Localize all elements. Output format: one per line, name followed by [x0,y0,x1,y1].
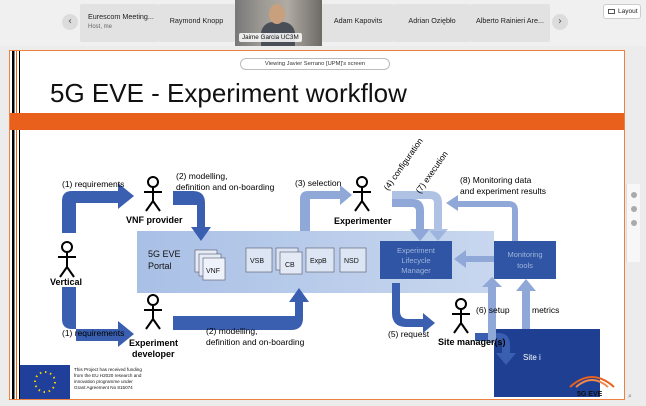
active-speaker-video[interactable]: Jaime Garcia UC3M [235,0,322,46]
step-requirements-top: (1) requirements [62,179,124,189]
speaker-head [269,4,285,24]
side-toolbar[interactable] [626,184,640,262]
experiment-developer-label-1: Experiment [129,338,178,348]
participant-name: Adrian Oziębło [408,16,456,25]
slide-title: 5G EVE - Experiment workflow [50,78,407,108]
step-request: (5) request [388,329,430,339]
participant-tile[interactable]: Alberto Rainieri Are... [470,4,550,42]
vnf-label: VNF [206,268,220,275]
title-bar [10,113,624,130]
site-label: Site i [523,353,541,362]
cb-card-front [279,251,303,275]
participant-name: Alberto Rainieri Are... [476,16,544,25]
step-monitoring-2: and experiment results [460,186,546,196]
elm-label-line-1: Experiment [397,246,436,255]
monitoring-tools-line-2: tools [517,261,533,270]
participant-tile-host[interactable]: Eurescom Meeting... Host, me [80,4,158,42]
participant-name: Raymond Knopp [169,16,224,25]
nsd-label: NSD [344,258,359,265]
step-execution: (7) execution [413,149,450,195]
participant-tile[interactable]: Adrian Oziębło [394,4,470,42]
site-box [494,329,600,397]
participants-strip: ‹ Eurescom Meeting... Host, me Raymond K… [0,0,646,46]
shared-slide: 5G EVE - Experiment workflow 5G EVE Port… [9,50,625,400]
corner-expand-icon[interactable]: ⌕ [628,393,632,400]
funding-line-4: Grant Agreement No 815074 [74,385,133,390]
vnf-provider-figure [144,176,162,212]
vnf-provider-label: VNF provider [126,215,183,225]
site-manager-figure [452,298,470,334]
participant-tile[interactable]: Raymond Knopp [158,4,235,42]
step-monitoring-1: (8) Monitoring data [460,175,532,185]
experiment-developer-figure [144,294,162,330]
experimenter-label: Experimenter [334,216,392,226]
toolbar-dot-icon[interactable] [630,220,637,226]
step-metrics: metrics [532,305,559,315]
expb-label: ExpB [310,258,327,265]
layout-button[interactable]: Layout [603,4,641,19]
layout-icon [608,9,615,14]
funding-text: This Project has received funding from t… [74,367,142,390]
arrows-dark [62,183,516,365]
funding-line-1: This Project has received funding [74,367,142,372]
site-manager-label: Site manager(s) [438,337,506,347]
vsb-label: VSB [250,258,264,265]
participant-name: Adam Kapovits [333,16,383,25]
portal-title-line-2: Portal [148,261,172,271]
vertical-label: Vertical [50,277,82,287]
chevron-right-icon[interactable]: › [552,14,568,30]
vnf-card-front [202,257,226,281]
experiment-developer-label-2: developer [132,349,175,359]
elm-box [380,241,452,279]
monitoring-tools-line-1: Monitoring [507,250,542,259]
eu-flag-icon [20,365,70,399]
step-selection: (3) selection [295,178,342,188]
nsd-box [339,247,367,273]
left-decoration [12,51,20,399]
expb-box [305,247,335,273]
step-modelling-bottom-1: (2) modelling, [206,326,258,336]
layout-label: Layout [618,8,638,15]
step-requirements-bottom: (1) requirements [62,328,124,338]
vsb-box [245,247,273,273]
screen-share-banner: Viewing Javier Serrano [UPM]'s screen [240,58,390,70]
elm-label-line-3: Manager [401,266,431,275]
step-modelling-bottom-2: definition and on-boarding [206,337,305,347]
footer-logo-text: 5G EVE [577,391,603,398]
monitoring-tools-box [494,241,556,279]
actor-icons [58,176,470,334]
participant-role: Host, me [88,24,113,30]
experimenter-figure [353,176,371,212]
chevron-left-icon[interactable]: ‹ [62,14,78,30]
speaker-name: Jaime Garcia UC3M [239,33,302,42]
toolbar-dot-icon[interactable] [630,192,637,198]
portal-title-line-1: 5G EVE [148,249,181,259]
toolbar-dot-icon[interactable] [630,206,637,212]
5g-eve-logo: 5G EVE [569,376,615,398]
participant-name: Eurescom Meeting... [88,12,154,21]
workflow-diagram: 5G EVE - Experiment workflow 5G EVE Port… [10,51,624,399]
step-modelling-top-1: (2) modelling, [176,171,228,181]
vertical-figure [58,241,76,278]
participant-tile[interactable]: Adam Kapovits [322,4,394,42]
funding-line-2: from the EU H2020 research and [74,373,142,378]
step-setup: (6) setup [476,305,510,315]
step-modelling-top-2: definition and on-boarding [176,182,275,192]
arrows-light [300,185,536,343]
funding-line-3: innovation programme under [74,379,133,384]
elm-label-line-2: Lifecycle [401,256,430,265]
cb-label: CB [285,262,295,269]
